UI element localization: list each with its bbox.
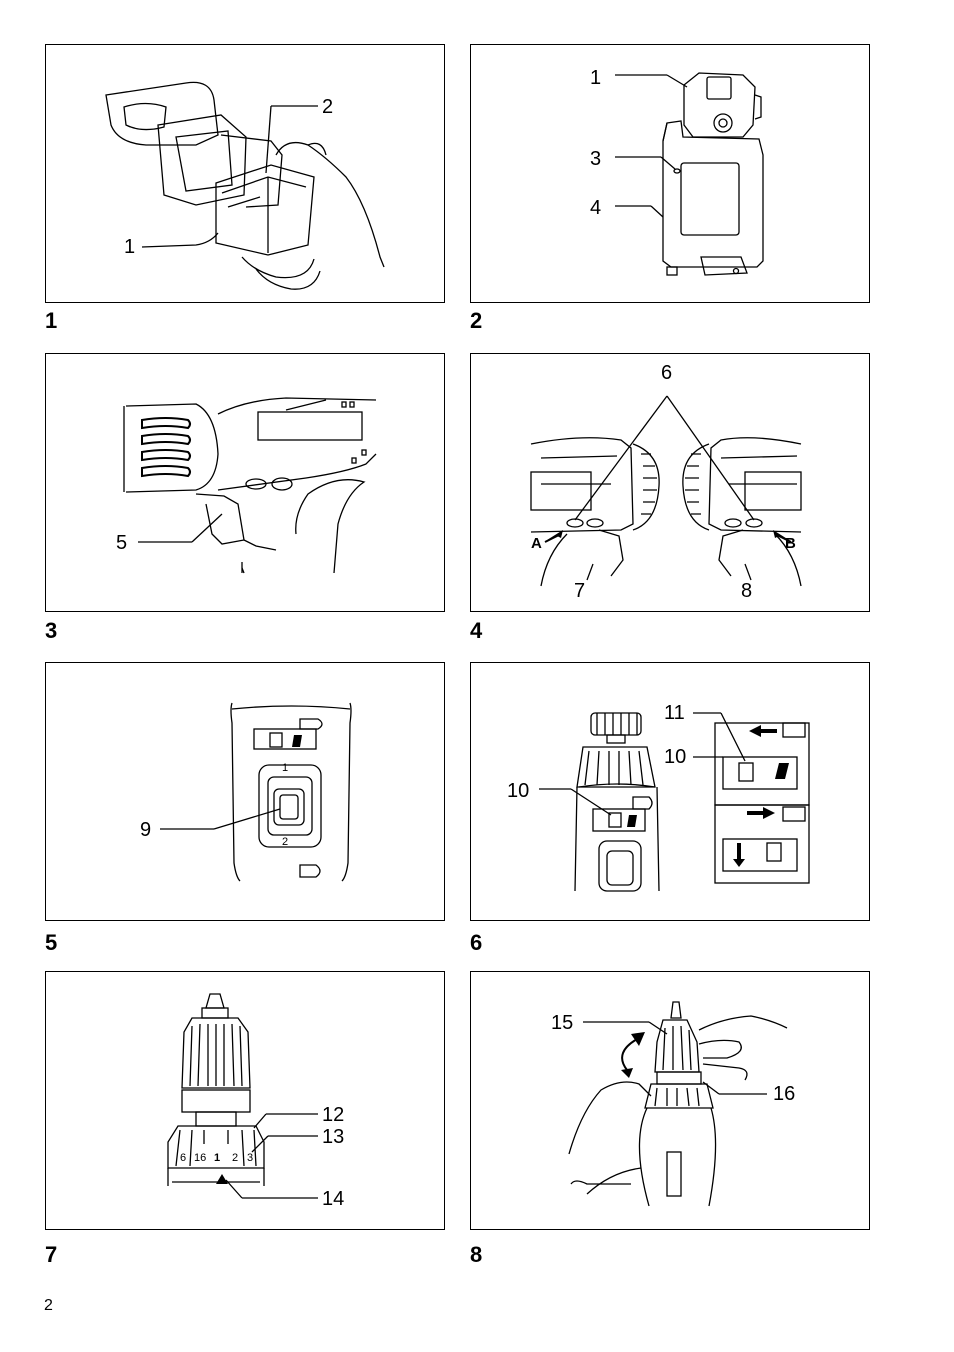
fig2-callout-4: 4	[590, 197, 602, 219]
figure-8-number: 8	[470, 1242, 483, 1267]
figure-8-illustration	[568, 1001, 788, 1207]
fig7-ring-label-2: 2	[232, 1152, 239, 1164]
fig4-callout-B: B	[785, 535, 796, 552]
fig4-callout-8: 8	[741, 580, 753, 602]
page-number: 2	[44, 1297, 53, 1314]
fig3-callout-5: 5	[116, 532, 128, 554]
fig5-callout-9: 9	[140, 819, 152, 841]
fig5-position-2: 2	[282, 836, 289, 848]
figure-1-illustration	[105, 81, 385, 290]
fig7-ring-label-3: 3	[247, 1152, 254, 1164]
fig4-callout-A: A	[531, 535, 542, 552]
figure-8-panel: 15 16	[470, 971, 870, 1230]
fig7-ring-label-1: 1	[214, 1152, 221, 1164]
fig5-position-1: 1	[282, 762, 289, 774]
fig4-callout-6: 6	[661, 362, 673, 384]
figure-5-illustration	[160, 702, 352, 882]
fig2-callout-1: 1	[590, 67, 602, 89]
figure-2-panel: 1 3 4	[470, 44, 870, 303]
figure-4-number: 4	[470, 618, 483, 643]
fig4-callout-7: 7	[574, 580, 586, 602]
fig7-callout-14: 14	[322, 1188, 345, 1210]
fig7-callout-12: 12	[322, 1104, 345, 1126]
fig8-callout-16: 16	[773, 1083, 796, 1105]
fig1-callout-2: 2	[322, 96, 334, 118]
figure-6-number: 6	[470, 930, 483, 955]
figure-6-illustration	[539, 712, 810, 892]
figure-2-number: 2	[470, 308, 483, 333]
fig1-callout-1: 1	[124, 236, 136, 258]
figure-3-number: 3	[45, 618, 58, 643]
fig6-callout-10-main: 10	[507, 780, 530, 802]
figure-3-illustration	[123, 397, 377, 574]
fig6-callout-11: 11	[664, 702, 685, 724]
figure-6-panel: 11 10 10	[470, 662, 870, 921]
fig7-ring-label-16: 16	[194, 1152, 207, 1164]
fig7-ring-label-6: 6	[180, 1152, 187, 1164]
figure-1-panel: 2 1	[45, 44, 445, 303]
figure-1-number: 1	[45, 308, 58, 333]
fig6-callout-10-inset: 10	[664, 746, 687, 768]
figure-4-panel: 6 A B 7 8	[470, 353, 870, 612]
fig8-callout-15: 15	[551, 1012, 574, 1034]
figure-2-illustration	[615, 72, 764, 276]
figure-4-illustration	[530, 395, 802, 587]
figure-5-number: 5	[45, 930, 58, 955]
figure-5-panel: 9 1 2	[45, 662, 445, 921]
figure-7-panel: 12 13 14 6 16 1 2 3	[45, 971, 445, 1230]
figure-7-number: 7	[45, 1242, 58, 1267]
figure-7-illustration	[167, 993, 318, 1199]
fig7-callout-13: 13	[322, 1126, 345, 1148]
fig2-callout-3: 3	[590, 148, 602, 170]
figure-3-panel: 5	[45, 353, 445, 612]
